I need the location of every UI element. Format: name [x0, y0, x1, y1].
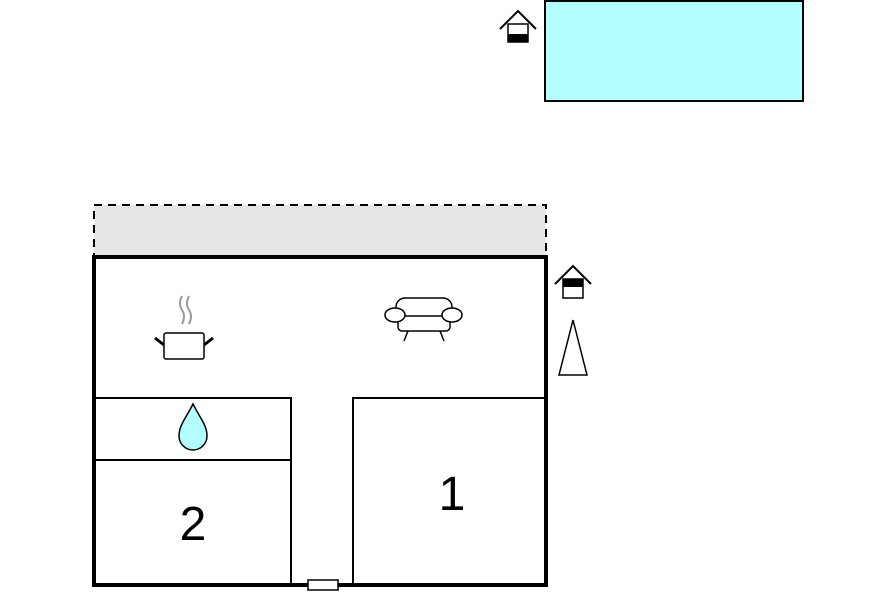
- parasol-icon: [558, 319, 588, 376]
- terrace: [93, 204, 547, 258]
- bedroom-2-room: [93, 459, 292, 586]
- cooking-pot-icon: [154, 295, 214, 360]
- house-outline: [92, 255, 548, 587]
- entrance-door: [307, 579, 339, 591]
- swimming-pool: [544, 0, 804, 102]
- water-drop-icon: [178, 402, 208, 451]
- room-number-2: 2: [180, 498, 207, 551]
- bedroom-1-room: [352, 397, 547, 586]
- terrace-house-icon: [554, 264, 592, 299]
- pool-house-icon: [499, 9, 537, 43]
- sofa-icon: [384, 297, 463, 342]
- room-number-1: 1: [439, 468, 466, 521]
